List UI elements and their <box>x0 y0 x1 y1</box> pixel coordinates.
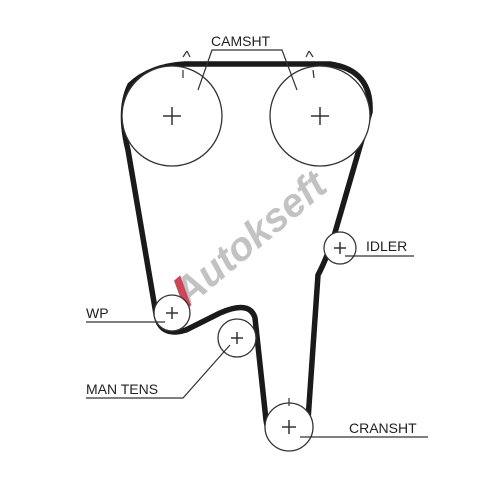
camshaft-pulley-right <box>269 50 371 167</box>
water-pump-label: WP <box>86 305 109 321</box>
camshaft-label: CAMSHT <box>211 33 271 49</box>
watermark-text: Autokseft <box>165 162 337 316</box>
water-pump-pulley <box>153 294 191 332</box>
manual-tensioner-leader <box>86 344 231 399</box>
camshaft-leader <box>197 49 298 91</box>
crankshaft-label: CRANSHT <box>349 420 417 436</box>
watermark-logo: Autokseft <box>165 162 337 316</box>
idler-label: IDLER <box>366 238 407 254</box>
manual-tensioner-label: MAN TENS <box>86 381 158 397</box>
idler-pulley <box>323 231 357 265</box>
crankshaft-pulley <box>264 398 314 452</box>
camshaft-pulley-left <box>121 50 223 167</box>
